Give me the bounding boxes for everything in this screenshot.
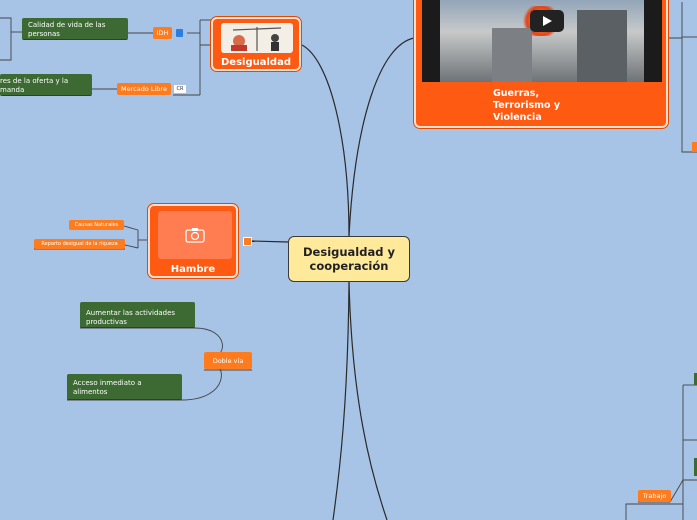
tag-trabajo-label: Trabajo xyxy=(642,492,667,500)
tag-mercado-libre[interactable]: Mercado Libre xyxy=(117,83,171,95)
leaf-calidad-vida-label: Calidad de vida de las personas xyxy=(28,21,106,38)
tag-trabajo[interactable]: Trabajo xyxy=(638,490,671,502)
link-preview-icon[interactable]: CR xyxy=(174,85,186,93)
central-topic-label: Desigualdad y cooperación xyxy=(303,245,395,273)
leaf-oferta-demanda-line1: res de la oferta y la xyxy=(0,77,69,85)
partial-leaf-right-2[interactable] xyxy=(694,458,697,476)
scale-illustration xyxy=(221,23,293,53)
guerras-label-3: Violencia xyxy=(493,112,542,123)
tag-doble-via[interactable]: Doble vía xyxy=(204,352,252,369)
play-icon[interactable] xyxy=(530,10,564,32)
guerras-label-2: Terrorismo y xyxy=(493,100,561,111)
leaf-oferta-demanda[interactable]: res de la oferta y la manda xyxy=(0,74,92,96)
leaf-oferta-demanda-line2: manda xyxy=(0,85,25,94)
topic-guerras[interactable]: Guerras, Terrorismo y Violencia xyxy=(414,0,668,128)
image-placeholder xyxy=(158,211,232,259)
leaf-acceso-alimentos-label: Acceso inmediato a alimentos xyxy=(73,379,142,396)
document-icon[interactable] xyxy=(176,29,183,37)
leaf-calidad-vida[interactable]: Calidad de vida de las personas xyxy=(22,18,128,40)
topic-hambre[interactable]: Hambre xyxy=(148,204,238,278)
tag-causas-naturales-label: Causas Naturales xyxy=(74,222,119,228)
camera-icon xyxy=(185,228,205,243)
tag-doble-via-label: Doble vía xyxy=(212,356,244,365)
leaf-aumentar-actividades-label: Aumentar las actividades productivas xyxy=(86,309,176,326)
partial-tag-right[interactable] xyxy=(692,142,697,152)
collapse-icon[interactable] xyxy=(243,237,252,246)
tag-idh-label: IDH xyxy=(156,29,169,37)
leaf-acceso-alimentos[interactable]: Acceso inmediato a alimentos xyxy=(67,374,182,400)
tag-reparto-desigual[interactable]: Reparto desigual de la riqueza xyxy=(34,239,125,249)
guerras-label-1: Guerras, xyxy=(493,88,540,99)
tag-causas-naturales[interactable]: Causas Naturales xyxy=(69,220,124,230)
leaf-aumentar-actividades[interactable]: Aumentar las actividades productivas xyxy=(80,302,195,328)
tag-mercado-libre-label: Mercado Libre xyxy=(121,85,167,93)
partial-leaf-right-1[interactable] xyxy=(694,373,697,385)
topic-hambre-label: Hambre xyxy=(170,264,216,275)
video-thumbnail[interactable] xyxy=(422,0,662,82)
central-topic[interactable]: Desigualdad y cooperación xyxy=(288,236,410,282)
tag-reparto-desigual-label: Reparto desigual de la riqueza xyxy=(41,241,118,247)
topic-desigualdad-label: Desigualdad xyxy=(221,57,291,68)
topic-desigualdad[interactable]: Desigualdad xyxy=(211,17,301,71)
tag-idh[interactable]: IDH xyxy=(153,27,172,39)
